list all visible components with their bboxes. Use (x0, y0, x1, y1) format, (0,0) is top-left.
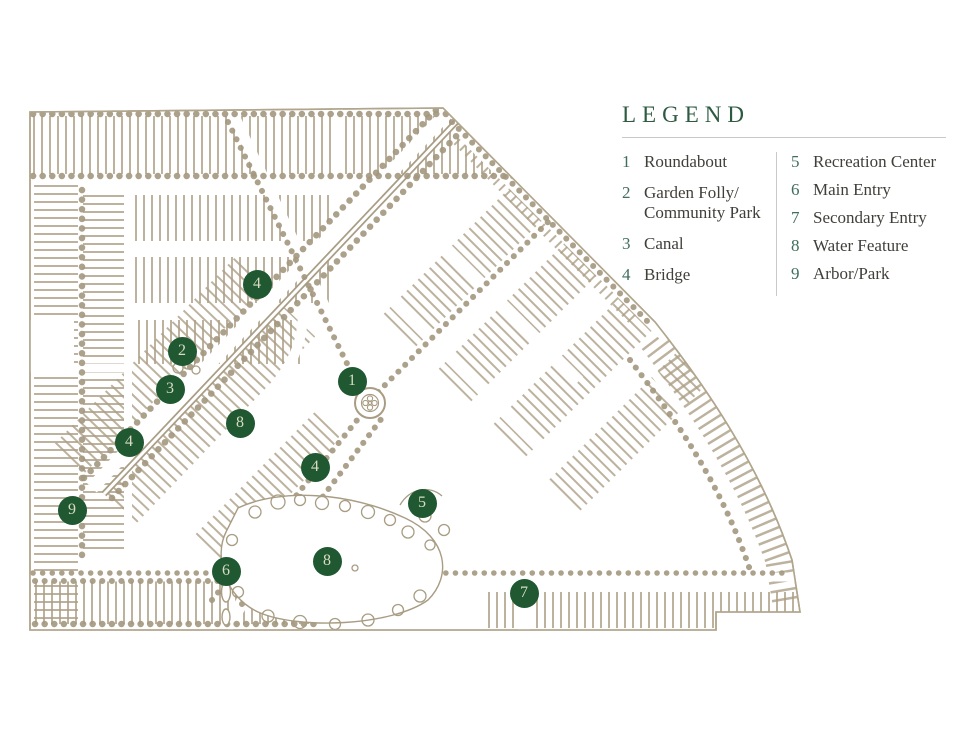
legend-item-number: 8 (791, 236, 800, 256)
legend-item-number: 1 (622, 152, 631, 171)
legend-columns: 1 Roundabout 2 Garden Folly/Community Park 3… (622, 138, 946, 297)
map-marker-4: 4 (242, 269, 272, 299)
legend-item-label: Bridge (644, 265, 691, 285)
map-marker-2: 2 (167, 336, 197, 366)
legend-item-label: Roundabout (644, 152, 728, 171)
map-marker-9: 9 (57, 495, 87, 525)
legend-item-label: Garden Folly/Community Park (644, 183, 761, 223)
legend-item-4: 4 Bridge (622, 265, 776, 285)
legend-panel: LEGEND 1 Roundabout 2 Garden Folly/Communit… (622, 102, 946, 297)
legend-item-number: 9 (791, 264, 800, 284)
legend-item-label: Main Entry (813, 180, 891, 200)
legend-item-2: 2 Garden Folly/Community Park (622, 183, 776, 223)
legend-item-5: 5 Recreation Center (791, 152, 946, 172)
map-marker-4: 4 (300, 452, 330, 482)
legend-column-2: 5 Recreation Center 6 Main Entry 7 Secondary … (776, 152, 946, 297)
legend-item-8: 8 Water Feature (791, 236, 946, 256)
map-marker-4: 4 (114, 427, 144, 457)
map-marker-1: 1 (337, 366, 367, 396)
legend-item-number: 6 (791, 180, 800, 200)
map-marker-8: 8 (312, 546, 342, 576)
legend-item-label: Water Feature (813, 236, 909, 256)
legend-divider (622, 137, 946, 138)
legend-item-3: 3 Canal (622, 234, 776, 254)
map-marker-8: 8 (225, 408, 255, 438)
map-marker-3: 3 (155, 374, 185, 404)
legend-title: LEGEND (622, 102, 750, 127)
legend-item-7: 7 Secondary Entry (791, 208, 946, 228)
map-marker-5: 5 (407, 488, 437, 518)
legend-item-number: 7 (791, 208, 800, 228)
legend-item-label: Arbor/Park (813, 264, 890, 284)
legend-item-label: Secondary Entry (813, 208, 927, 228)
map-marker-6: 6 (211, 556, 241, 586)
legend-item-number: 2 (622, 183, 631, 203)
legend-item-label: Canal (644, 234, 684, 254)
legend-item-number: 5 (791, 152, 800, 171)
legend-item-1: 1 Roundabout (622, 152, 776, 172)
map-marker-7: 7 (509, 578, 539, 608)
legend-item-label: Recreation Center (813, 152, 937, 171)
legend-item-number: 3 (622, 234, 631, 254)
legend-item-9: 9 Arbor/Park (791, 264, 946, 284)
legend-item-6: 6 Main Entry (791, 180, 946, 200)
legend-item-number: 4 (622, 265, 631, 285)
legend-column-1: 1 Roundabout 2 Garden Folly/Community Park 3… (622, 152, 776, 296)
